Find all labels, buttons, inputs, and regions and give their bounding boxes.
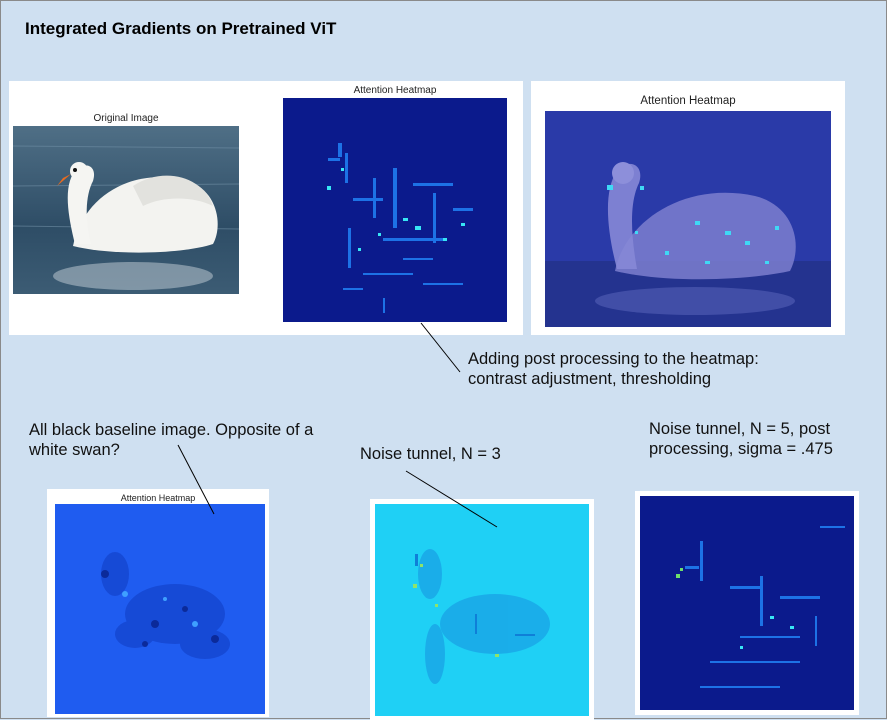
heatmap-n5-svg [640, 496, 854, 710]
top-right-panel: Attention Heatmap [531, 81, 845, 335]
original-image-caption: Original Image [93, 113, 159, 124]
note-black-baseline: All black baseline image. Opposite of a … [29, 421, 314, 459]
heatmap-2-svg [545, 111, 831, 327]
attention-heatmap-overlay [545, 111, 831, 327]
noise-tunnel-3-heatmap [375, 504, 589, 716]
bottom-middle-panel [370, 499, 594, 720]
note-noise-tunnel-3: Noise tunnel, N = 3 [360, 445, 501, 463]
heatmap-black-svg [55, 504, 265, 714]
note-post-processing: Adding post processing to the heatmap: c… [468, 350, 759, 388]
bottom-right-panel [635, 491, 859, 715]
original-swan-image [13, 126, 239, 294]
noise-tunnel-5-heatmap [640, 496, 854, 710]
heatmap-2-caption: Attention Heatmap [640, 95, 736, 107]
heatmap-black-caption: Attention Heatmap [120, 493, 196, 503]
note-noise-tunnel-5: Noise tunnel, N = 5, post processing, si… [649, 420, 833, 458]
bottom-left-panel: Attention Heatmap [47, 489, 269, 717]
heatmap-1-svg [283, 98, 507, 322]
slide-title: Integrated Gradients on Pretrained ViT [25, 19, 337, 38]
black-baseline-heatmap [55, 504, 265, 714]
top-left-panel: Original Image [9, 81, 523, 335]
attention-heatmap-1 [283, 98, 507, 322]
heatmap-n3-svg [375, 504, 589, 716]
heatmap-1-caption: Attention Heatmap [353, 85, 437, 96]
